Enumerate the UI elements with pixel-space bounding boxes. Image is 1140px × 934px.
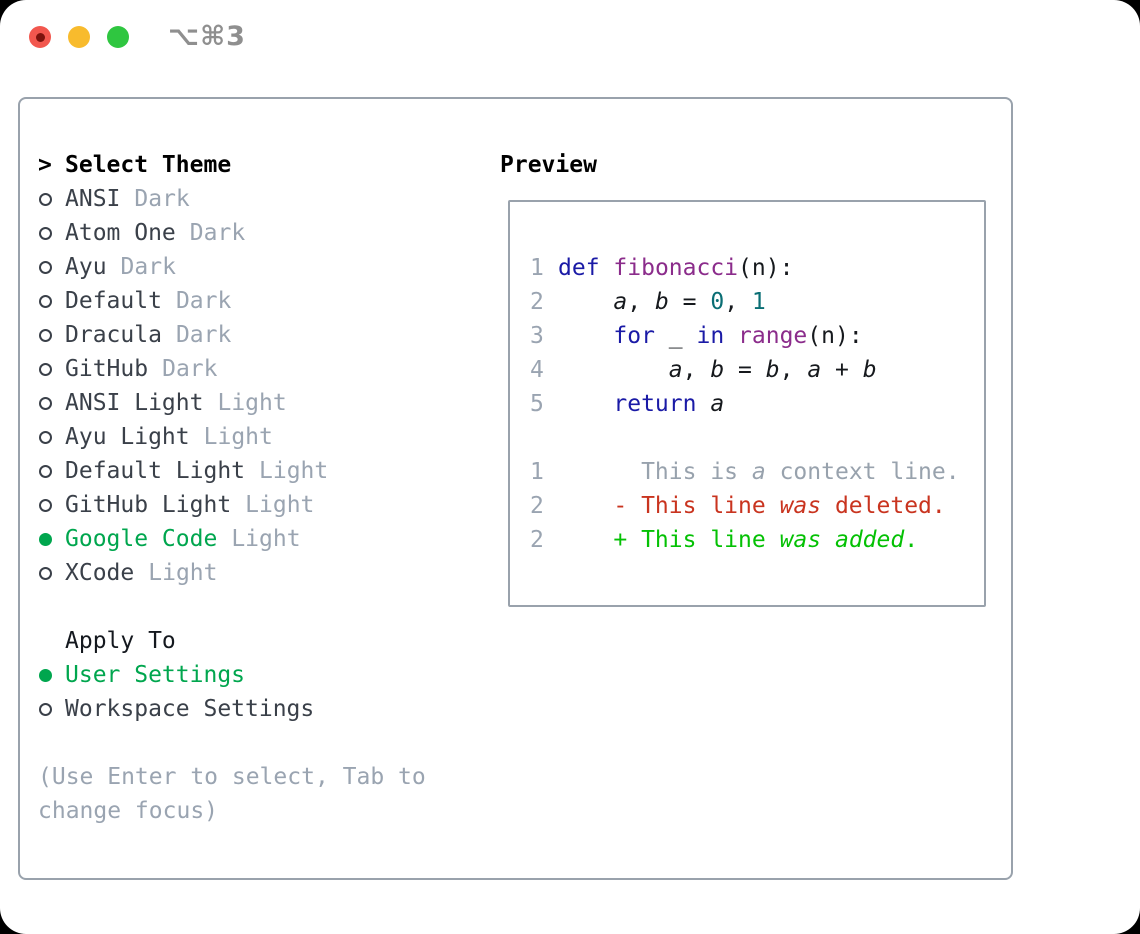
help-text: (Use Enter to select, Tab to change focu… bbox=[38, 764, 426, 824]
radio-icon bbox=[38, 702, 65, 716]
line-number: 3 bbox=[530, 323, 544, 349]
apply-to-option-label: Workspace Settings bbox=[65, 696, 315, 722]
theme-variant-badge: Dark bbox=[189, 220, 246, 246]
theme-variant-badge: Dark bbox=[175, 322, 232, 348]
line-number: 5 bbox=[530, 391, 544, 417]
code-text: a, b = b, a + b bbox=[668, 357, 877, 383]
code-text: def fibonacci(n): bbox=[558, 255, 794, 281]
theme-option[interactable]: Default Light Light bbox=[38, 454, 486, 488]
radio-icon bbox=[38, 464, 65, 478]
line-number: 1 bbox=[530, 459, 544, 485]
theme-option[interactable]: ANSI Light Light bbox=[38, 386, 486, 420]
theme-variant-badge: Light bbox=[148, 560, 218, 586]
code-line: 5 return a bbox=[530, 387, 984, 421]
radio-icon bbox=[38, 430, 65, 444]
diff-text: - This line was deleted. bbox=[558, 493, 946, 519]
line-number: 4 bbox=[530, 357, 544, 383]
radio-icon bbox=[38, 192, 65, 206]
theme-name: GitHub Light bbox=[65, 492, 232, 518]
diff-line-ctx: 1 This is a context line. bbox=[530, 455, 984, 489]
window-title: ⌥⌘3 bbox=[168, 21, 246, 52]
line-number: 1 bbox=[530, 255, 544, 281]
theme-name: Google Code bbox=[65, 526, 218, 552]
theme-option[interactable]: Ayu Light Light bbox=[38, 420, 486, 454]
theme-name: Ayu Light bbox=[65, 424, 190, 450]
theme-variant-badge: Light bbox=[245, 492, 315, 518]
unsaved-dot-icon bbox=[35, 32, 45, 42]
diff-line-del: 2 - This line was deleted. bbox=[530, 489, 984, 523]
diff-preview: 1 This is a context line.2 - This line w… bbox=[530, 455, 984, 557]
theme-name: Ayu bbox=[65, 254, 107, 280]
apply-to-option[interactable]: User Settings bbox=[38, 658, 486, 692]
radio-icon bbox=[38, 328, 65, 342]
theme-option[interactable]: Ayu Dark bbox=[38, 250, 486, 284]
apply-to-option-label: User Settings bbox=[65, 662, 246, 688]
radio-icon bbox=[38, 362, 65, 376]
code-line: 4 a, b = b, a + b bbox=[530, 353, 984, 387]
select-theme-header: > Select Theme bbox=[38, 148, 486, 182]
theme-option[interactable]: XCode Light bbox=[38, 556, 486, 590]
maximize-button[interactable] bbox=[107, 26, 129, 48]
apply-to-option[interactable]: Workspace Settings bbox=[38, 692, 486, 726]
theme-variant-badge: Light bbox=[217, 390, 287, 416]
theme-name: ANSI Light bbox=[65, 390, 204, 416]
radio-icon bbox=[38, 498, 65, 512]
radio-icon bbox=[38, 260, 65, 274]
theme-option[interactable]: Default Dark bbox=[38, 284, 486, 318]
code-text: a, b = 0, 1 bbox=[613, 289, 766, 315]
code-line: 3 for _ in range(n): bbox=[530, 319, 984, 353]
diff-line-add: 2 + This line was added. bbox=[530, 523, 984, 557]
theme-option[interactable]: ANSI Dark bbox=[38, 182, 486, 216]
code-text: return a bbox=[613, 391, 725, 417]
theme-variant-badge: Dark bbox=[134, 186, 190, 212]
theme-option[interactable]: GitHub Light Light bbox=[38, 488, 486, 522]
radio-icon bbox=[38, 226, 65, 240]
titlebar: ⌥⌘3 bbox=[0, 0, 1140, 74]
theme-variant-badge: Dark bbox=[162, 356, 218, 382]
close-button[interactable] bbox=[29, 26, 51, 48]
line-number: 2 bbox=[530, 289, 544, 315]
theme-option[interactable]: Atom One Dark bbox=[38, 216, 486, 250]
theme-name: Default Light bbox=[65, 458, 246, 484]
apply-to-header: Apply To bbox=[38, 624, 486, 658]
radio-icon bbox=[38, 294, 65, 308]
line-number: 2 bbox=[530, 527, 544, 553]
select-theme-title: Select Theme bbox=[65, 152, 232, 178]
diff-text: This is a context line. bbox=[558, 459, 960, 485]
radio-icon bbox=[38, 396, 65, 410]
selected-radio-icon bbox=[38, 668, 65, 682]
preview-title: Preview bbox=[500, 152, 597, 178]
code-line: 1 def fibonacci(n): bbox=[530, 251, 984, 285]
theme-name: XCode bbox=[65, 560, 135, 586]
focus-caret-icon: > bbox=[38, 152, 52, 178]
theme-option[interactable]: GitHub Dark bbox=[38, 352, 486, 386]
line-number: 2 bbox=[530, 493, 544, 519]
theme-variant-badge: Light bbox=[231, 526, 301, 552]
theme-option[interactable]: Dracula Dark bbox=[38, 318, 486, 352]
minimize-button[interactable] bbox=[68, 26, 90, 48]
preview-spacer bbox=[530, 421, 984, 455]
theme-variant-badge: Light bbox=[203, 424, 273, 450]
theme-name: Default bbox=[65, 288, 162, 314]
theme-name: GitHub bbox=[65, 356, 149, 382]
theme-name: Atom One bbox=[65, 220, 176, 246]
theme-name: ANSI bbox=[65, 186, 121, 212]
theme-variant-badge: Light bbox=[259, 458, 329, 484]
theme-option[interactable]: Google Code Light bbox=[38, 522, 486, 556]
radio-icon bbox=[38, 566, 65, 580]
code-line: 2 a, b = 0, 1 bbox=[530, 285, 984, 319]
selected-radio-icon bbox=[38, 532, 65, 546]
apply-to-title: Apply To bbox=[65, 628, 176, 654]
theme-name: Dracula bbox=[65, 322, 162, 348]
theme-variant-badge: Dark bbox=[120, 254, 176, 280]
code-text: for _ in range(n): bbox=[613, 323, 863, 349]
theme-variant-badge: Dark bbox=[175, 288, 232, 314]
diff-text: + This line was added. bbox=[558, 527, 919, 553]
